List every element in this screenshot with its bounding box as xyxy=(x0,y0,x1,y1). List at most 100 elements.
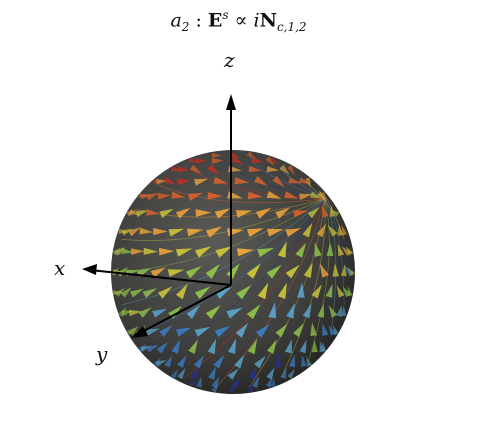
vector-arrow-glyph xyxy=(207,164,220,175)
vector-arrow-glyph xyxy=(139,227,154,235)
vector-arrow-glyph xyxy=(257,282,269,300)
vector-arrow-glyph xyxy=(213,176,229,184)
vector-arrow-glyph xyxy=(277,241,287,258)
vector-arrow-glyph xyxy=(168,228,185,237)
vector-arrow-glyph xyxy=(275,207,290,219)
axes-group xyxy=(82,94,236,338)
vector-arrow-glyph xyxy=(226,263,240,279)
vector-arrow-glyph xyxy=(299,339,307,354)
vector-arrow-glyph xyxy=(269,157,279,165)
vector-arrow-glyph xyxy=(231,376,242,389)
vector-arrow-glyph xyxy=(152,308,168,318)
vector-arrow-glyph xyxy=(215,286,232,299)
vector-arrow-glyph xyxy=(234,177,249,185)
vector-arrow-glyph xyxy=(321,205,329,218)
vector-arrow-glyph xyxy=(194,246,212,258)
vector-arrow-glyph xyxy=(114,287,125,298)
figure-title: a2 : Es ∝ iNc,1,2 xyxy=(0,8,477,34)
vector-arrow-glyph xyxy=(164,355,173,368)
vector-arrow-glyph xyxy=(188,378,198,388)
vector-arrow-glyph xyxy=(332,263,339,277)
vector-arrow-glyph xyxy=(170,368,179,379)
vector-arrow-glyph xyxy=(266,166,280,173)
vector-arrow-glyph xyxy=(142,288,158,298)
vector-arrow-glyph xyxy=(177,355,187,368)
vector-arrow-glyph xyxy=(314,242,322,257)
vector-arrow-glyph xyxy=(293,210,308,218)
vector-arrow-glyph xyxy=(340,264,347,277)
vector-arrow-glyph xyxy=(254,355,266,369)
vector-arrow-glyph xyxy=(146,344,159,353)
title-field: E xyxy=(207,9,223,32)
vector-arrow-glyph xyxy=(175,207,191,219)
vector-arrow-glyph xyxy=(307,206,320,219)
vector-arrow-glyph xyxy=(163,176,176,185)
vector-arrow-glyph xyxy=(128,227,141,237)
vector-arrow-glyph xyxy=(275,323,288,338)
z-axis-label: z xyxy=(224,48,235,72)
vector-arrow-glyph xyxy=(247,338,258,355)
vector-arrow-glyph xyxy=(177,166,190,172)
streamline xyxy=(184,198,325,378)
vector-arrow-glyph xyxy=(146,209,160,216)
streamline xyxy=(156,184,325,204)
vector-arrow-glyph xyxy=(303,262,313,279)
vector-arrow-glyph xyxy=(155,359,167,367)
vector-arrow-glyph xyxy=(333,324,339,336)
vector-arrow-glyph xyxy=(329,209,340,217)
vector-arrow-glyph xyxy=(196,376,202,388)
z-axis-arrowhead xyxy=(226,94,236,110)
vector-arrow-glyph xyxy=(247,381,253,393)
vector-arrow-glyph xyxy=(120,287,132,298)
vector-arrow-glyph xyxy=(252,376,260,388)
vector-arrow-glyph xyxy=(195,209,212,217)
vector-arrow-glyph xyxy=(272,175,285,188)
vector-arrow-glyph xyxy=(266,339,277,354)
vector-arrow-glyph xyxy=(316,191,327,202)
vector-arrow-glyph xyxy=(288,177,301,184)
vector-arrow-glyph xyxy=(145,328,160,336)
vector-arrow-glyph xyxy=(289,354,296,368)
vector-arrow-glyph xyxy=(286,302,295,319)
vector-arrow-glyph xyxy=(231,156,244,165)
vector-arrow-glyph xyxy=(171,339,181,354)
vector-arrow-glyph xyxy=(176,283,188,300)
arrow-glyph-group xyxy=(110,151,356,393)
vector-arrow-glyph xyxy=(237,248,255,257)
vector-arrow-glyph xyxy=(226,307,243,319)
vector-arrow-glyph xyxy=(257,247,275,258)
vector-arrow-glyph xyxy=(274,353,281,368)
vector-arrow-glyph xyxy=(320,192,327,202)
vector-arrow-glyph xyxy=(156,341,168,354)
vector-arrow-glyph xyxy=(207,338,216,354)
vector-arrow-glyph xyxy=(211,153,222,159)
vector-arrow-glyph xyxy=(266,264,282,279)
vector-arrow-glyph xyxy=(211,158,224,164)
title-colon: : xyxy=(189,9,208,32)
vector-arrow-glyph xyxy=(328,305,338,318)
vector-arrow-glyph xyxy=(267,228,284,237)
vector-arrow-glyph xyxy=(293,323,304,338)
streamline xyxy=(121,198,325,241)
vector-arrow-glyph xyxy=(280,367,287,379)
vector-arrow-glyph xyxy=(266,367,275,380)
vector-arrow-glyph xyxy=(194,286,211,300)
vector-arrow-glyph xyxy=(143,247,159,255)
vector-arrow-glyph xyxy=(285,264,300,279)
vector-arrow-glyph xyxy=(157,286,173,299)
vector-arrow-glyph xyxy=(301,355,307,367)
vector-arrow-glyph xyxy=(193,178,209,186)
vector-arrow-glyph xyxy=(322,323,329,336)
vector-arrow-glyph xyxy=(311,284,322,299)
vector-arrow-glyph xyxy=(227,368,239,380)
y-axis-line xyxy=(137,284,232,335)
y-axis-arrowhead xyxy=(131,326,148,338)
vector-arrow-glyph xyxy=(337,243,345,257)
vector-arrow-glyph xyxy=(270,377,276,387)
vector-arrow-glyph xyxy=(214,208,231,219)
vector-arrow-glyph xyxy=(116,267,129,277)
vector-arrow-glyph xyxy=(255,207,272,219)
vector-arrow-glyph xyxy=(214,325,231,338)
vector-arrow-glyph xyxy=(235,322,249,338)
